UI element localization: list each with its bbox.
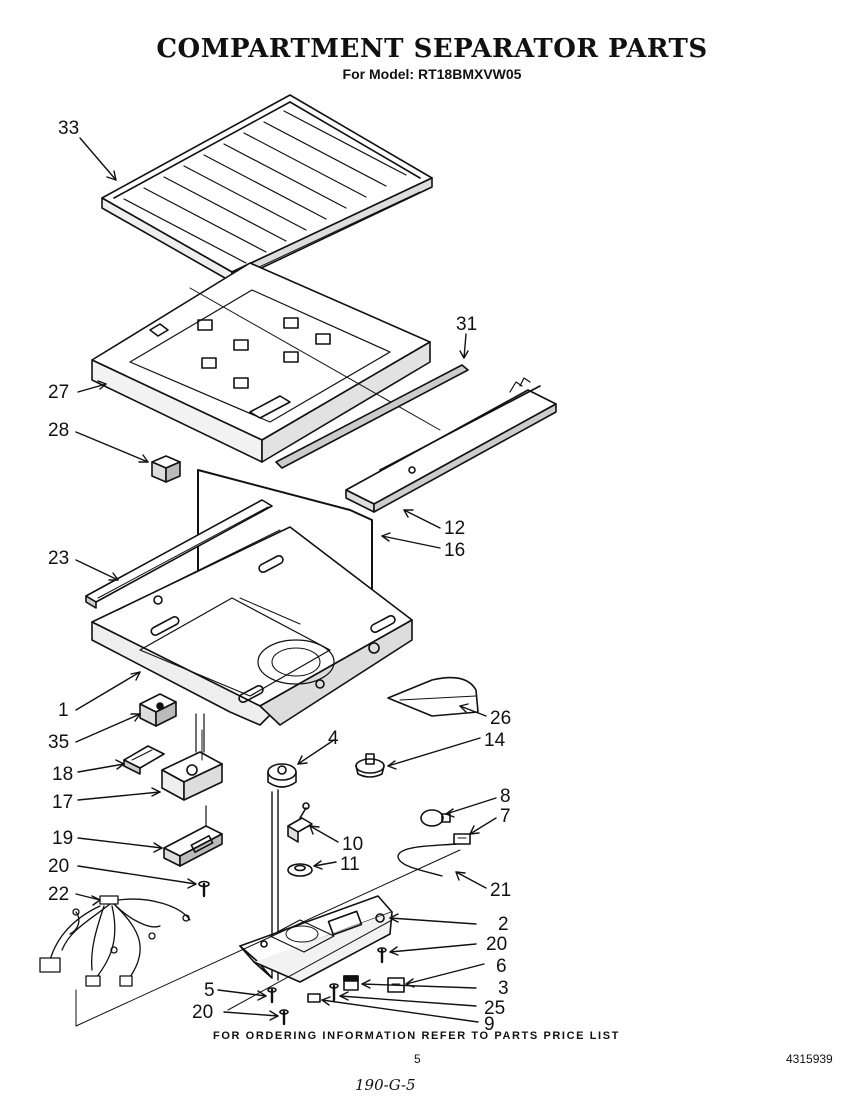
part-31-gasket-strip (275, 364, 469, 469)
part-35-bracket (139, 693, 177, 727)
part-1-separator-pan (91, 526, 413, 726)
part-7-socket (453, 833, 471, 845)
page-title: COMPARTMENT SEPARATOR PARTS (156, 34, 708, 64)
part-5-screw (267, 987, 277, 1004)
callout-28: 28 (48, 420, 69, 441)
part-22-wiring-harness (39, 895, 191, 987)
part-14-cap (355, 753, 385, 778)
page-number: 5 (414, 1052, 421, 1066)
callout-20-left: 20 (48, 856, 69, 877)
document-number: 4315939 (786, 1052, 833, 1066)
callout-18: 18 (52, 764, 73, 785)
part-2-lower-housing (227, 895, 393, 1011)
callout-33: 33 (58, 118, 79, 139)
callout-25: 25 (484, 998, 505, 1019)
callout-1: 1 (58, 700, 69, 721)
callout-22: 22 (48, 884, 69, 905)
callout-20-bottom: 20 (192, 1002, 213, 1023)
part-11-washer (287, 863, 313, 877)
callout-21: 21 (490, 880, 511, 901)
part-25-clip (329, 983, 339, 1002)
part-16-rod (197, 469, 373, 641)
callout-labels: 33 31 27 28 12 16 23 1 26 4 14 35 18 17 … (48, 118, 511, 1035)
callout-17: 17 (52, 792, 73, 813)
assembly-lines (75, 729, 461, 1027)
callout-7: 7 (500, 806, 511, 827)
callout-27: 27 (48, 382, 69, 403)
callout-31: 31 (456, 314, 477, 335)
callout-8: 8 (500, 786, 511, 807)
ordering-info-note: FOR ORDERING INFORMATION REFER TO PARTS … (213, 1030, 620, 1042)
leader-lines (75, 137, 497, 1023)
callout-2: 2 (498, 914, 509, 935)
part-26-insulation (387, 676, 479, 717)
part-20-screw-left (198, 880, 210, 898)
callout-5: 5 (204, 980, 215, 1001)
part-21-wire-lead (397, 843, 457, 877)
callout-11: 11 (340, 854, 360, 875)
part-18-plate (123, 745, 165, 775)
part-20-screw-right (377, 947, 387, 964)
callout-12: 12 (444, 518, 465, 539)
model-subtitle: For Model: RT18BMXVW05 (342, 66, 522, 82)
part-19-housing (163, 805, 223, 867)
part-8-light-bulb (420, 809, 451, 827)
callout-10: 10 (342, 834, 363, 855)
handwritten-note: 190-G-5 (355, 1076, 416, 1094)
part-23-trim (85, 499, 273, 609)
part-28-block (151, 455, 181, 483)
part-10-switch (287, 802, 313, 843)
callout-35: 35 (48, 732, 69, 753)
callout-3: 3 (498, 978, 509, 999)
callout-6: 6 (496, 956, 507, 977)
callout-23: 23 (48, 548, 69, 569)
part-3-terminal (343, 975, 359, 991)
part-27-separator-frame (91, 262, 441, 463)
part-20-screw-bottom (279, 1009, 289, 1026)
part-12-channel (345, 377, 557, 513)
callout-16: 16 (444, 540, 465, 561)
callout-4: 4 (328, 728, 339, 749)
callout-20-right: 20 (486, 934, 507, 955)
callout-9: 9 (484, 1014, 495, 1035)
part-9-spacer (307, 993, 321, 1003)
part-17-control-box (161, 713, 223, 801)
callout-19: 19 (52, 828, 73, 849)
part-33-shelf-grille (101, 94, 433, 283)
callout-26: 26 (490, 708, 511, 729)
callout-14: 14 (484, 730, 506, 751)
